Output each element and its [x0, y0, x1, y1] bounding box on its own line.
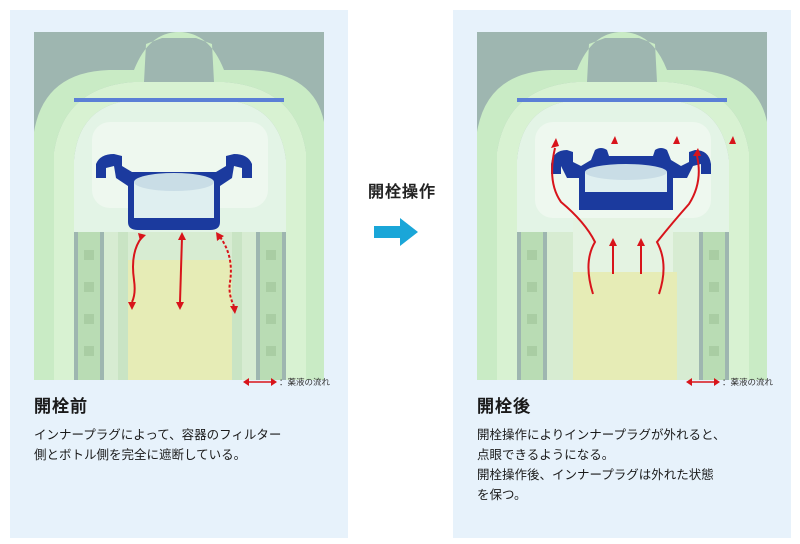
before-panel: ：薬液の流れ 開栓前 インナープラグによって、容器のフィルター 側とボトル側を完… [10, 10, 348, 538]
description-line: 開栓操作によりインナープラグが外れると、 [477, 427, 726, 442]
flow-legend: ：薬液の流れ [242, 376, 330, 388]
legend-label: ：薬液の流れ [278, 378, 330, 388]
opening-operation-label: 開栓操作 [367, 182, 436, 201]
right-arrow-icon [374, 218, 418, 246]
description-line: を保つ。 [477, 487, 527, 502]
description-line: 点眼できるようになる。 [477, 447, 615, 462]
after-description: 開栓操作によりインナープラグが外れると、 点眼できるようになる。 開栓操作後、イ… [477, 425, 777, 505]
legend-label: ：薬液の流れ [721, 378, 773, 388]
description-line: 側とボトル側を完全に遮断している。 [34, 447, 247, 462]
after-panel: ：薬液の流れ 開栓後 開栓操作によりインナープラグが外れると、 点眼できるように… [453, 10, 791, 538]
description-line: インナープラグによって、容器のフィルター [34, 427, 282, 442]
double-arrow-icon [685, 378, 720, 386]
after-title: 開栓後 [477, 397, 531, 417]
flow-legend: ：薬液の流れ [685, 376, 773, 388]
before-title: 開栓前 [34, 397, 88, 417]
before-description: インナープラグによって、容器のフィルター 側とボトル側を完全に遮断している。 [34, 425, 334, 465]
after-illustration [477, 32, 767, 380]
double-arrow-icon [242, 378, 277, 386]
before-illustration [34, 32, 324, 380]
description-line: 開栓操作後、インナープラグは外れた状態 [477, 467, 714, 482]
